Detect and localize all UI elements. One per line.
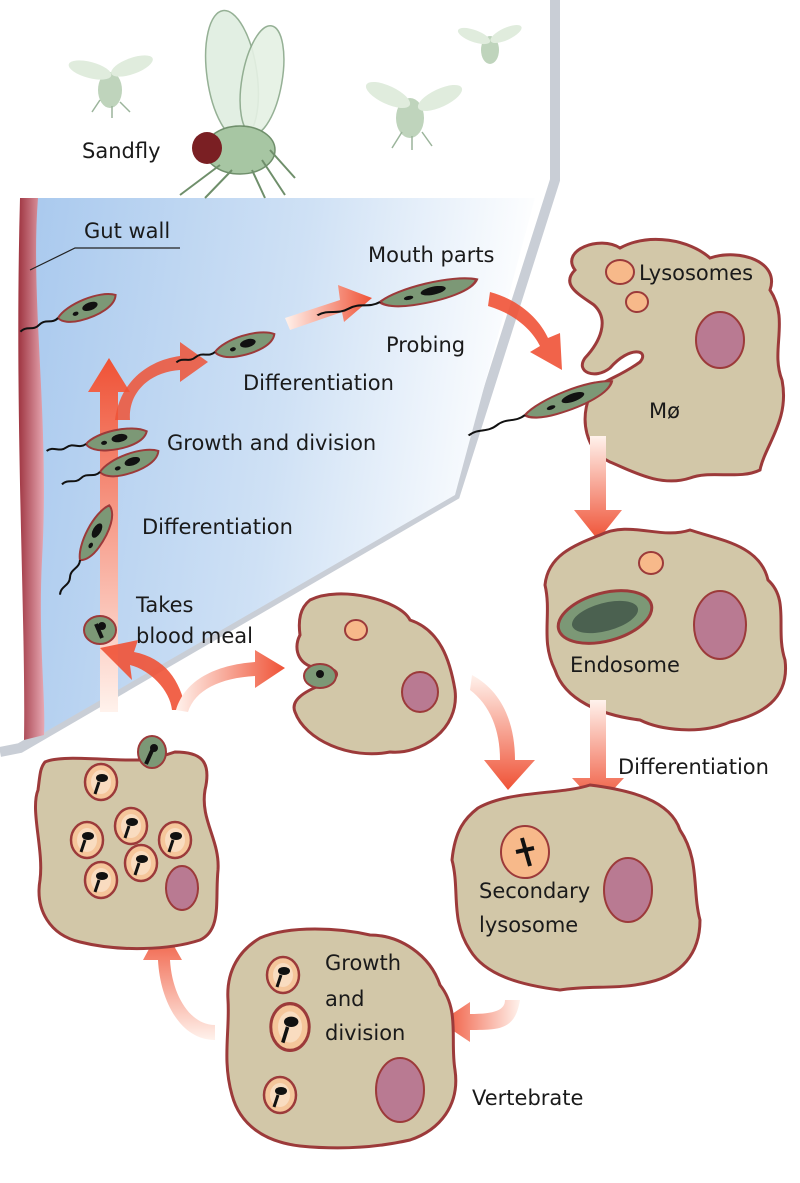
arrow-to-sandfly	[100, 640, 186, 710]
arrow-endosome-to-secondary	[572, 700, 624, 806]
nucleus-endosome	[693, 590, 747, 660]
newly-entering-amastigote	[303, 663, 337, 689]
gut-lumen	[28, 198, 535, 735]
nucleus-growth	[375, 1057, 425, 1123]
gut-wall	[18, 198, 45, 740]
label-blood-meal: blood meal	[136, 624, 253, 648]
arrow-to-mouth-parts	[285, 285, 372, 330]
label-probing: Probing	[386, 333, 465, 357]
label-differentiation-top: Differentiation	[243, 371, 394, 395]
escaping-amastigote	[137, 735, 167, 769]
amastigote-blood-meal	[83, 615, 117, 645]
label-gut-wall: Gut wall	[84, 219, 170, 243]
newly-infected-nucleus	[401, 671, 439, 713]
label-division: division	[325, 1021, 405, 1045]
released-amastigote-2	[69, 820, 105, 860]
released-amastigote-4	[157, 820, 193, 860]
dividing-amastigote-1	[265, 955, 301, 995]
label-macrophage: Mø	[649, 399, 680, 423]
lysosome-2	[625, 291, 649, 313]
released-amastigote-6	[123, 843, 159, 883]
arrow-secondary-to-growth	[440, 1000, 520, 1042]
nucleus-bursting	[165, 865, 199, 911]
nucleus-secondary	[603, 857, 653, 923]
label-endosome: Endosome	[570, 653, 680, 677]
label-growth: Growth	[325, 951, 401, 975]
arrow-to-differentiation	[115, 342, 208, 420]
released-amastigote-5	[83, 860, 119, 900]
lysosome-1	[605, 259, 635, 285]
newly-infected-cell	[292, 592, 457, 756]
arrow-new-cell-to-secondary	[470, 675, 535, 790]
label-lysosome: lysosome	[479, 913, 578, 937]
nucleus-probing	[695, 311, 745, 369]
endosome-parasite	[571, 600, 639, 634]
released-amastigote-1	[83, 762, 119, 802]
label-sandfly: Sandfly	[82, 139, 161, 163]
arrow-probing-to-macrophage	[488, 292, 562, 370]
label-secondary: Secondary	[479, 879, 590, 903]
secondary-amastigote	[515, 837, 535, 867]
label-and: and	[325, 987, 365, 1011]
label-mouth-parts: Mouth parts	[368, 243, 495, 267]
arrow-growth-to-burst	[143, 925, 215, 1040]
endosome-lysosome	[638, 551, 664, 575]
label-lysosomes: Lysosomes	[639, 261, 753, 285]
endosome-cell	[543, 527, 788, 732]
sandfly-small-icon-right	[365, 81, 463, 150]
dividing-amastigote-3	[262, 1075, 298, 1115]
label-growth-division-gut: Growth and division	[167, 431, 376, 455]
label-differentiation-right: Differentiation	[618, 755, 769, 779]
arrow-macrophage-to-endosome	[574, 436, 622, 540]
newly-infected-lysosome	[344, 619, 368, 641]
sandfly-small-icon-top-right	[457, 24, 522, 64]
bursting-cell	[34, 750, 220, 951]
sandfly-main-icon	[179, 9, 296, 199]
label-differentiation-gut: Differentiation	[142, 515, 293, 539]
label-takes: Takes	[135, 593, 194, 617]
released-amastigote-3	[113, 806, 149, 846]
arrow-to-new-cell	[176, 650, 285, 712]
arrow-up-gut	[88, 358, 130, 712]
sandfly-small-icon-left	[68, 55, 153, 118]
macrophage-probing	[568, 237, 785, 483]
label-vertebrate: Vertebrate	[472, 1086, 583, 1110]
gut-wall-leader	[29, 247, 180, 271]
dividing-amastigote-2	[268, 1001, 312, 1053]
